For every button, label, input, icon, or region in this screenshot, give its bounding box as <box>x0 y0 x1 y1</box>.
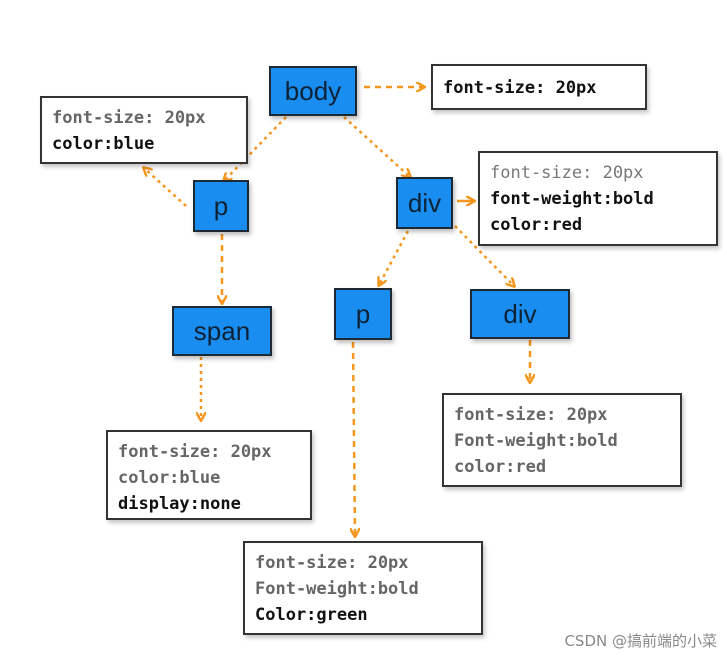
arrow-div-to-div <box>454 225 514 286</box>
arrow-p-mid-to-style <box>353 341 355 536</box>
node-div-right: div <box>470 289 570 339</box>
style-line: Color:green <box>255 605 368 625</box>
style-line: font-size: 20px <box>255 553 409 573</box>
style-box-p-mid: font-size: 20px Font-weight:bold Color:g… <box>243 541 483 635</box>
style-box-span: font-size: 20px color:blue display:none <box>106 430 312 520</box>
style-line: font-weight:bold <box>490 189 654 209</box>
style-line: font-size: 20px <box>52 108 206 128</box>
style-box-div-right: font-size: 20px Font-weight:bold color:r… <box>442 393 682 487</box>
arrow-body-to-div <box>343 116 410 177</box>
node-body: body <box>269 66 357 116</box>
style-box-div-mid: font-size: 20px font-weight:bold color:r… <box>478 151 718 246</box>
watermark: CSDN @搞前端的小菜 <box>564 632 717 650</box>
style-line: color:blue <box>118 468 221 488</box>
node-span: span <box>172 306 272 356</box>
style-line: font-size: 20px <box>443 78 597 98</box>
style-line: color:red <box>454 457 547 477</box>
style-line: font-size: 20px <box>490 163 644 183</box>
arrow-body-to-p <box>224 116 287 181</box>
node-p-mid: p <box>334 288 392 340</box>
arrow-div-to-p <box>379 230 410 285</box>
style-line: font-size: 20px <box>454 405 608 425</box>
style-line: color:red <box>490 215 583 235</box>
style-line: Font-weight:bold <box>454 431 618 451</box>
style-line: Font-weight:bold <box>255 579 419 599</box>
style-line: color:blue <box>52 134 155 154</box>
node-p-left: p <box>193 180 249 232</box>
style-box-body: font-size: 20px <box>431 64 647 110</box>
arrow-p-to-style <box>144 168 187 207</box>
style-line: font-size: 20px <box>118 442 272 462</box>
style-line: display:none <box>118 494 241 514</box>
style-box-p-left: font-size: 20px color:blue <box>40 96 248 164</box>
node-div-mid: div <box>396 177 453 229</box>
